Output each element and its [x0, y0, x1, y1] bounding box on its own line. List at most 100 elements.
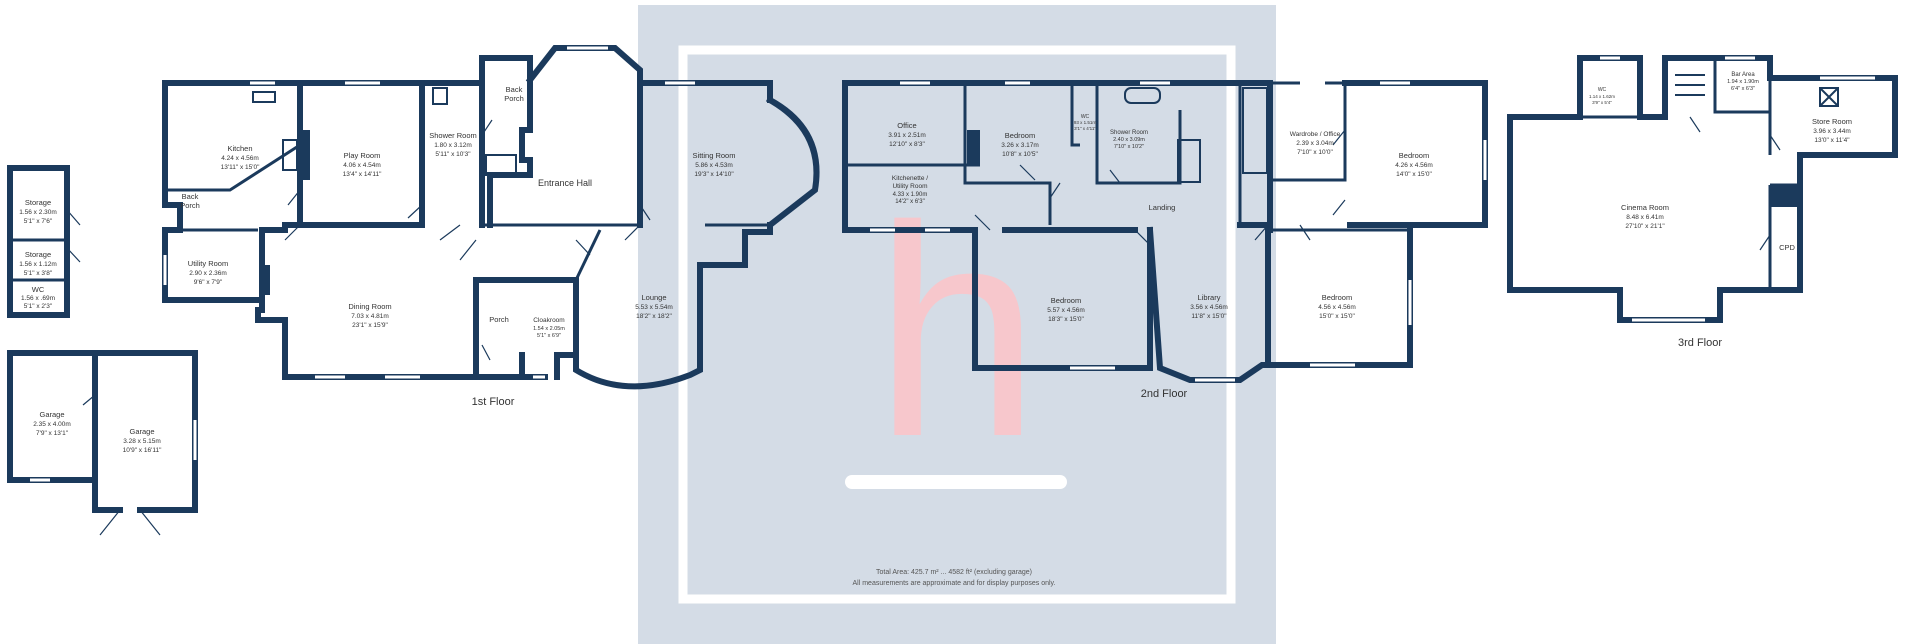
room-dim: 27'10" x 21'1"	[1625, 223, 1665, 230]
room-dim: 1.56 x 1.12m	[19, 261, 57, 268]
room-name: Porch	[504, 94, 524, 103]
room-name: Shower Room	[429, 131, 477, 140]
room-name: Porch	[180, 201, 200, 210]
room-name: Garage	[129, 427, 154, 436]
room-name: WC	[32, 285, 45, 294]
room-name: Library	[1198, 293, 1221, 302]
room-dim: 7.03 x 4.81m	[351, 313, 389, 320]
room-name: Sitting Room	[693, 151, 736, 160]
room-dim: 23'1" x 15'9"	[352, 322, 388, 329]
room-name: Utility Room	[892, 183, 927, 190]
room-name: Wardrobe / Office	[1290, 131, 1341, 138]
room-name: Bedroom	[1051, 296, 1081, 305]
room-dim: 4.56 x 4.56m	[1318, 304, 1356, 311]
room-dim: 3'9" x 5'4"	[1592, 100, 1612, 105]
room-name: Bedroom	[1399, 151, 1429, 160]
first-floor	[162, 45, 820, 390]
room-dim: 13'11" x 15'0"	[221, 164, 260, 171]
total-area-note: Total Area: 425.7 m² ... 4582 ft² (exclu…	[876, 569, 1032, 576]
room-dim: 93 x 1.51m	[1074, 120, 1097, 125]
room-dim: 5.86 x 4.53m	[695, 162, 733, 169]
room-name: Bedroom	[1005, 131, 1035, 140]
outbuildings	[7, 165, 198, 536]
second-floor	[842, 80, 1488, 383]
room-name: Landing	[1149, 203, 1176, 212]
room-dim: 5'1" x 2'3"	[24, 303, 53, 310]
room-name: Entrance Hall	[538, 178, 592, 188]
room-dim: 3.26 x 3.17m	[1001, 142, 1039, 149]
room-dim: 4.33 x 1.90m	[893, 192, 928, 198]
room-dim: 18'3" x 15'0"	[1048, 316, 1084, 323]
room-dim: 1.80 x 3.12m	[434, 142, 472, 149]
room-name: Store Room	[1812, 117, 1852, 126]
labels: Storage 1.56 x 2.30m 5'1" x 7'6" Storage…	[19, 72, 1852, 587]
room-dim: 5'11" x 10'3"	[435, 151, 471, 158]
room-name: Porch	[489, 315, 509, 324]
room-dim: 4.26 x 4.56m	[1395, 162, 1433, 169]
room-name: Kitchen	[227, 144, 252, 153]
room-dim: 3.96 x 3.44m	[1813, 128, 1851, 135]
room-dim: 5.53 x 5.54m	[635, 304, 673, 311]
room-dim: 15'0" x 15'0"	[1319, 313, 1355, 320]
room-dim: 7'10" x 10'2"	[1114, 144, 1144, 150]
room-dim: 14'0" x 15'0"	[1396, 171, 1432, 178]
third-floor	[1507, 55, 1898, 323]
watermark-letter: h	[874, 163, 1041, 499]
room-dim: 10'8" x 10'5"	[1002, 151, 1038, 158]
room-dim: 5'1" x 7'6"	[24, 218, 53, 225]
room-dim: 5.57 x 4.56m	[1047, 307, 1085, 314]
room-name: Back	[182, 192, 199, 201]
room-name: Lounge	[641, 293, 666, 302]
room-dim: 13'4" x 14'11"	[343, 171, 382, 178]
room-dim: 11'8" x 15'0"	[1191, 313, 1227, 320]
floor-label-third: 3rd Floor	[1678, 337, 1722, 349]
room-dim: 18'2" x 18'2"	[636, 313, 672, 320]
room-name: Utility Room	[188, 259, 228, 268]
room-name: Storage	[25, 250, 51, 259]
room-name: Office	[897, 121, 916, 130]
room-dim: 10'9" x 16'11"	[123, 447, 162, 454]
room-dim: 4.24 x 4.56m	[221, 155, 259, 162]
room-name: Cloakroom	[533, 317, 564, 324]
room-name: Dining Room	[348, 302, 391, 311]
room-dim: 5'1" x 3'8"	[24, 270, 53, 277]
room-dim: 2.40 x 3.09m	[1113, 137, 1145, 143]
room-name: WC	[1081, 114, 1090, 120]
room-dim: 7'9" x 13'1"	[36, 430, 69, 437]
watermark-bar	[845, 475, 1067, 489]
room-dim: 2.39 x 3.04m	[1296, 140, 1334, 147]
floor-label-first: 1st Floor	[472, 396, 515, 408]
room-dim: 7'10" x 10'0"	[1297, 149, 1333, 156]
room-dim: 12'10" x 8'3"	[889, 141, 925, 148]
room-dim: 5'1" x 6'9"	[537, 333, 561, 339]
watermark: h	[638, 5, 1276, 644]
room-dim: 6'4" x 6'3"	[1731, 86, 1755, 92]
room-dim: 1.56 x 2.30m	[19, 209, 57, 216]
room-dim: 3.56 x 4.56m	[1190, 304, 1228, 311]
room-dim: 1.54 x 2.05m	[533, 326, 565, 332]
room-name: WC	[1598, 87, 1607, 93]
room-dim: 1.94 x 1.90m	[1727, 79, 1759, 85]
watermark-frame	[678, 45, 1236, 604]
room-dim: 2.90 x 2.36m	[189, 270, 227, 277]
room-dim: 9'6" x 7'9"	[194, 279, 223, 286]
room-dim: 3.91 x 2.51m	[888, 132, 926, 139]
room-name: Play Room	[344, 151, 381, 160]
room-name: CPD	[1779, 243, 1795, 252]
room-name: Cinema Room	[1621, 203, 1669, 212]
room-name: Storage	[25, 198, 51, 207]
disclaimer-note: All measurements are approximate and for…	[853, 580, 1056, 587]
room-dim: 4.06 x 4.54m	[343, 162, 381, 169]
room-dim: 1.14 x 1.62m	[1589, 94, 1615, 99]
room-name: Kitchenette /	[892, 175, 928, 182]
room-name: Back	[506, 85, 523, 94]
room-name: Shower Room	[1110, 130, 1148, 136]
room-name: Bar Area	[1731, 72, 1755, 78]
room-dim: 13'0" x 11'4"	[1814, 137, 1850, 144]
floor-label-second: 2nd Floor	[1141, 388, 1188, 400]
room-dim: 19'3" x 14'10"	[694, 171, 734, 178]
room-name: Bedroom	[1322, 293, 1352, 302]
room-dim: 2.35 x 4.00m	[33, 421, 71, 428]
room-dim: 1.56 x .69m	[21, 295, 55, 302]
